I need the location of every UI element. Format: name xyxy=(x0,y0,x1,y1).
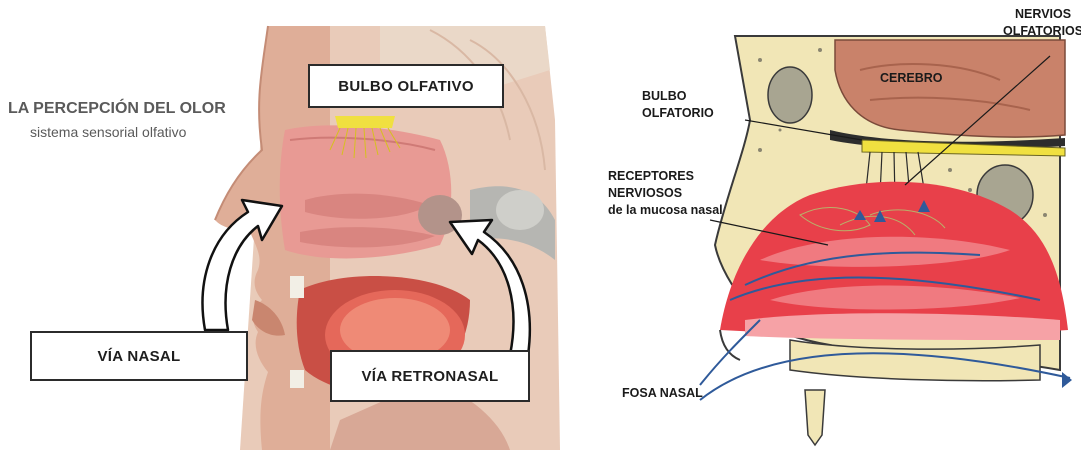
label-via-nasal: VÍA NASAL xyxy=(30,331,248,381)
callout-receptores: RECEPTORES NERVIOSOS de la mucosa nasal xyxy=(608,168,723,219)
callout-receptores-line2: NERVIOSOS xyxy=(608,185,723,202)
right-nasal-section xyxy=(700,36,1072,445)
label-bulbo-olfativo-text: BULBO OLFATIVO xyxy=(338,78,474,95)
label-via-retronasal-text: VÍA RETRONASAL xyxy=(362,368,499,385)
label-via-retronasal: VÍA RETRONASAL xyxy=(330,350,530,402)
callout-receptores-line1: RECEPTORES xyxy=(608,168,723,185)
callout-fosa-nasal: FOSA NASAL xyxy=(622,385,703,402)
figure-title: LA PERCEPCIÓN DEL OLOR xyxy=(8,100,226,118)
callout-receptores-line3: de la mucosa nasal xyxy=(608,202,723,219)
callout-bulbo-line2: OLFATORIO xyxy=(642,105,714,122)
label-bulbo-olfativo: BULBO OLFATIVO xyxy=(308,64,504,108)
callout-bulbo-line1: BULBO xyxy=(642,88,714,105)
callout-nervios-olfatorios: NERVIOS OLFATORIOS xyxy=(1003,6,1081,40)
figure-subtitle: sistema sensorial olfativo xyxy=(30,124,186,140)
callout-cerebro: CEREBRO xyxy=(880,70,943,87)
label-via-nasal-text: VÍA NASAL xyxy=(98,348,181,365)
callout-bulbo-olfatorio: BULBO OLFATORIO xyxy=(642,88,714,122)
callout-nervios-line1: NERVIOS xyxy=(1003,6,1081,23)
callout-nervios-line2: OLFATORIOS xyxy=(1003,23,1081,40)
